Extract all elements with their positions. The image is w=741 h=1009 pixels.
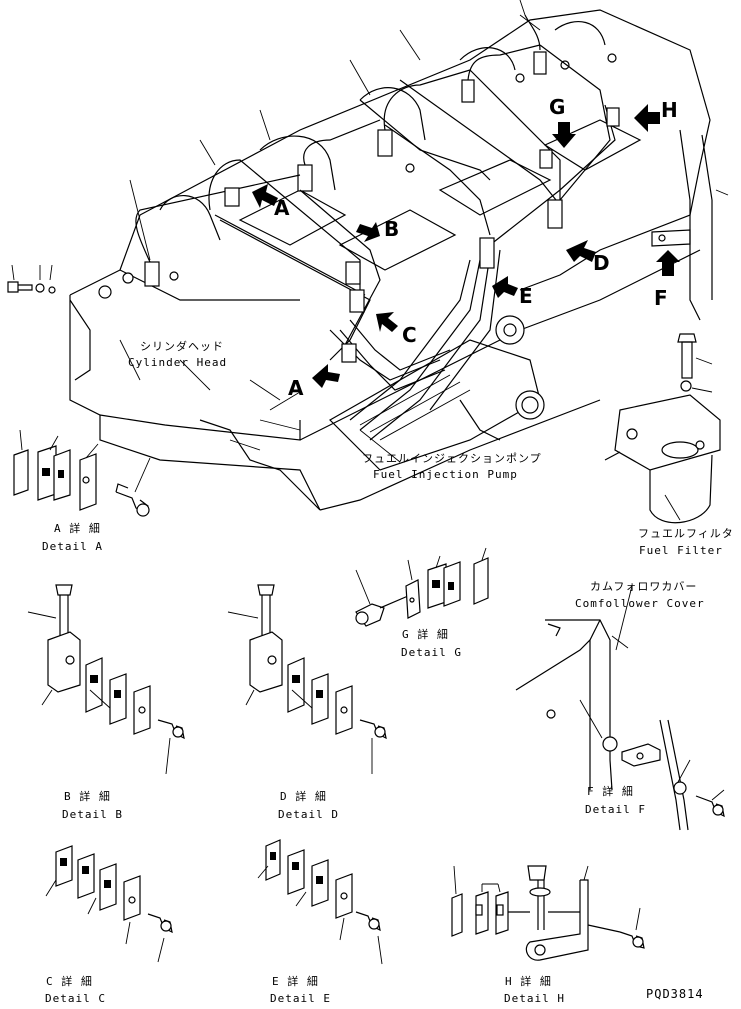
- drawing-number: PQD3814: [646, 987, 704, 1001]
- detail-f-drawing: [515, 619, 725, 831]
- detail-h-drawing: [451, 865, 645, 961]
- detail-f-caption-jp: F 詳 細: [587, 785, 634, 798]
- cylinder-head-label-jp: シリンダヘッド: [140, 340, 224, 353]
- detail-f-caption-en: Detail F: [585, 803, 646, 816]
- detail-c-drawing: [45, 845, 173, 963]
- filter-label-jp: フュエルフィルタ: [638, 527, 734, 540]
- callout-b: B: [384, 217, 400, 241]
- detail-g-drawing: [355, 547, 489, 627]
- callout-g: G: [549, 95, 566, 119]
- label-leaders: [269, 391, 681, 651]
- callout-arrows: [252, 104, 680, 388]
- detail-b-caption-jp: B 詳 細: [64, 790, 111, 803]
- detail-e-caption-jp: E 詳 細: [272, 975, 319, 988]
- callout-h: H: [661, 98, 678, 122]
- callout-d: D: [593, 251, 610, 275]
- detail-a-caption-jp: A 詳 細: [54, 522, 101, 535]
- callout-a-upper: A: [274, 196, 290, 220]
- pump-label-en: Fuel Injection Pump: [373, 468, 518, 481]
- filter-label-en: Fuel Filter: [639, 544, 723, 557]
- detail-a-caption-en: Detail A: [42, 540, 103, 553]
- callout-f: F: [654, 286, 668, 310]
- engine-assembly: [7, 0, 729, 511]
- detail-b-drawing: [27, 584, 185, 775]
- detail-g-caption-jp: G 詳 細: [402, 628, 449, 641]
- cover-label-en: Comfollower Cover: [575, 597, 705, 610]
- detail-d-drawing: [227, 584, 387, 774]
- detail-c-caption-jp: C 詳 細: [46, 975, 93, 988]
- detail-h-caption-en: Detail H: [504, 992, 565, 1005]
- detail-d-caption-jp: D 詳 細: [280, 790, 327, 803]
- detail-b-caption-en: Detail B: [62, 808, 123, 821]
- detail-e-caption-en: Detail E: [270, 992, 331, 1005]
- cover-label-jp: カムフォロワカバー: [590, 580, 698, 593]
- callout-e: E: [519, 284, 533, 308]
- detail-g-caption-en: Detail G: [401, 646, 462, 659]
- callout-a-lower: A: [288, 376, 304, 400]
- detail-a-drawing: [13, 429, 151, 517]
- detail-h-caption-jp: H 詳 細: [505, 975, 552, 988]
- fuel-filter-drawing: [604, 333, 721, 524]
- pump-label-jp: フュエルインジェクションポンプ: [362, 452, 542, 465]
- cylinder-head-label-en: Cylinder Head: [128, 356, 228, 369]
- callout-c: C: [402, 323, 417, 347]
- detail-c-caption-en: Detail C: [45, 992, 106, 1005]
- detail-e-drawing: [257, 839, 383, 965]
- detail-d-caption-en: Detail D: [278, 808, 339, 821]
